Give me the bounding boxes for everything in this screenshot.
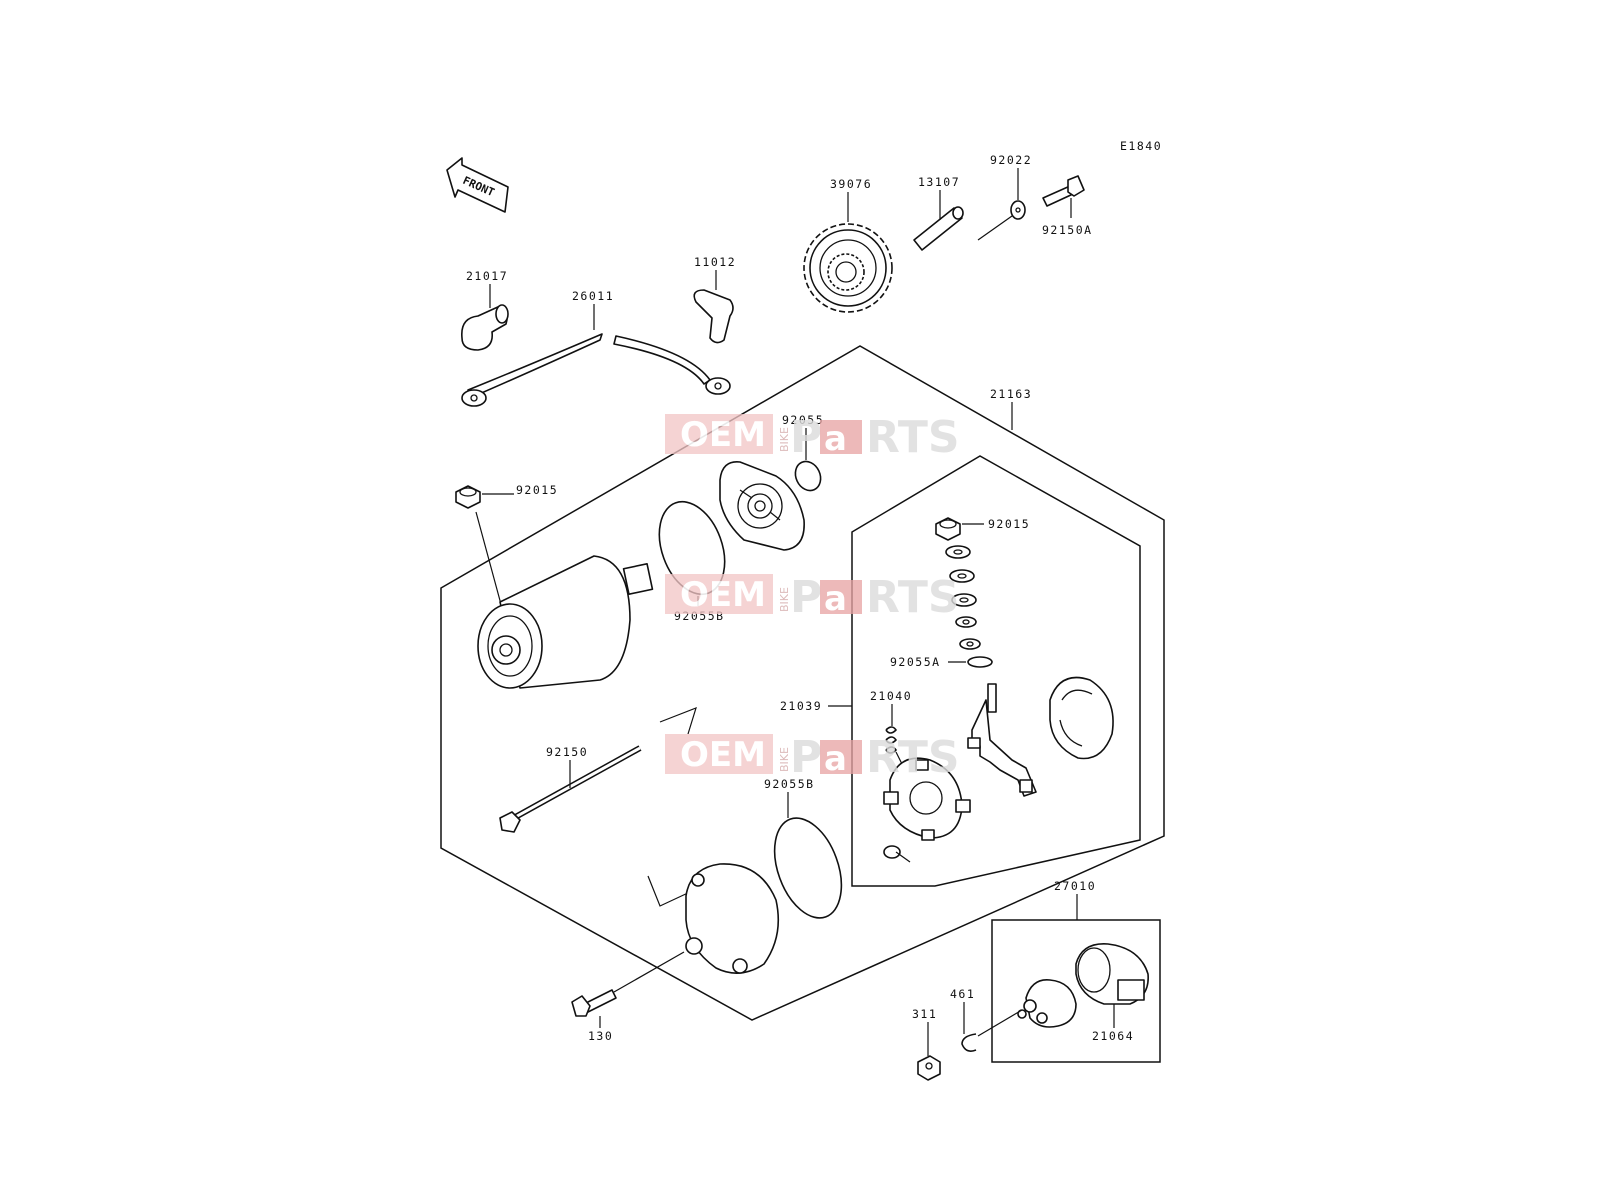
callout-21039: 21039 (780, 699, 822, 713)
brush-holder-icon (883, 757, 971, 841)
solenoid-cover-icon (1075, 943, 1149, 1005)
callout-92022: 92022 (990, 153, 1032, 167)
callout-26011: 26011 (572, 289, 614, 303)
brush-ring-icon (1049, 676, 1114, 760)
callout-92150a: 92150A (1042, 223, 1093, 237)
nut-icon (935, 517, 961, 541)
svg-text:P: P (790, 412, 822, 463)
svg-text:a: a (824, 739, 847, 779)
svg-text:a: a (824, 579, 847, 619)
clip-icon (961, 1033, 977, 1052)
callout-92055a: 92055A (890, 655, 941, 669)
front-arrow-icon: FRONT (446, 157, 509, 213)
rear-cover-icon (685, 863, 780, 974)
bolt-icon (1042, 175, 1085, 207)
svg-text:RTS: RTS (866, 412, 960, 463)
starter-assembly-frame (440, 345, 1165, 1021)
front-cover-icon (719, 461, 805, 551)
callout-311: 311 (912, 1007, 937, 1021)
callout-39076: 39076 (830, 177, 872, 191)
watermark: OEM BIKE P a RTS (665, 572, 960, 623)
svg-text:P: P (790, 732, 822, 783)
spring-icon (885, 726, 903, 765)
solenoid-frame (991, 919, 1161, 1063)
o-ring-icon (794, 460, 822, 492)
svg-text:OEM: OEM (680, 415, 766, 455)
brush-holder-frame (851, 455, 1141, 887)
svg-text:BIKE: BIKE (778, 747, 791, 772)
callout-21163: 21163 (990, 387, 1032, 401)
nut-icon (917, 1055, 941, 1081)
boot-cap-icon (693, 289, 734, 344)
callout-92055b-lower: 92055B (764, 777, 815, 791)
svg-text:OEM: OEM (680, 735, 766, 775)
svg-text:a: a (824, 419, 847, 459)
svg-text:BIKE: BIKE (778, 427, 791, 452)
through-bolt-icon (499, 745, 642, 833)
callout-92150: 92150 (546, 745, 588, 759)
svg-text:RTS: RTS (866, 572, 960, 623)
starter-cable-icon (461, 333, 731, 407)
brush-terminal-icon (967, 683, 1037, 797)
callout-461: 461 (950, 987, 975, 1001)
starter-gear-icon (803, 223, 893, 313)
solenoid-icon (1017, 979, 1077, 1028)
callout-21064: 21064 (1092, 1029, 1134, 1043)
washer-icon (1010, 200, 1026, 220)
callout-11012: 11012 (694, 255, 736, 269)
svg-text:OEM: OEM (680, 575, 766, 615)
watermark: OEM BIKE P a RTS (665, 732, 960, 783)
callout-21040: 21040 (870, 689, 912, 703)
callout-27010: 27010 (1054, 879, 1096, 893)
svg-text:RTS: RTS (866, 732, 960, 783)
svg-text:BIKE: BIKE (778, 587, 791, 612)
svg-text:P: P (790, 572, 822, 623)
callout-13107: 13107 (918, 175, 960, 189)
small-o-ring-icon (967, 656, 993, 668)
callout-130: 130 (588, 1029, 613, 1043)
large-o-ring-icon (773, 817, 843, 919)
callout-21017: 21017 (466, 269, 508, 283)
starter-motor-icon (477, 555, 654, 689)
callout-92015-right: 92015 (988, 517, 1030, 531)
terminal-cap-icon (461, 304, 509, 351)
bolt-icon (571, 989, 617, 1017)
watermark: OEM BIKE P a RTS (665, 412, 960, 463)
gear-shaft-icon (913, 206, 964, 251)
nut-icon (455, 485, 481, 509)
spring-icon (883, 845, 911, 863)
diagram-code: E1840 (1120, 139, 1162, 153)
callout-92055-top: 92055 (782, 413, 824, 427)
washer-stack-icon (945, 545, 981, 650)
callout-92015-left: 92015 (516, 483, 558, 497)
